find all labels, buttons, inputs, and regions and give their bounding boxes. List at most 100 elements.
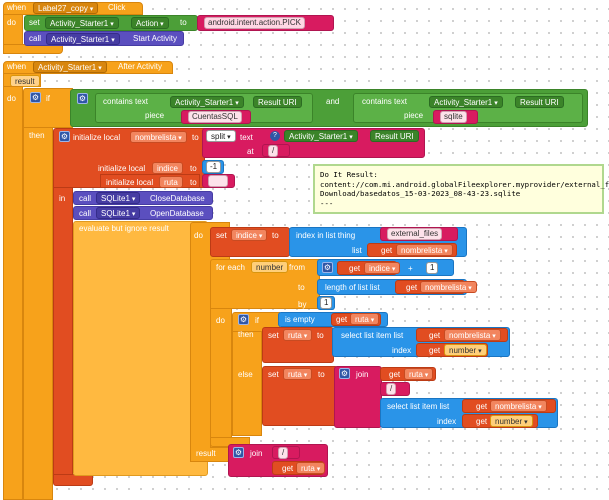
number-dropdown[interactable]: number (444, 344, 487, 356)
by-label: by (298, 300, 307, 309)
starter-component-dropdown[interactable]: Activity_Starter1 (170, 96, 244, 108)
nombrelista-dropdown-4[interactable]: nombrelista (490, 400, 547, 412)
nombrelista-dropdown-2[interactable]: nombrelista (420, 281, 477, 293)
result-param[interactable]: result (10, 75, 40, 87)
sqlite-dropdown-2[interactable]: SQLite1 (96, 207, 141, 219)
empty-string[interactable] (208, 175, 228, 187)
join-label-2: join (250, 449, 263, 458)
index-in-list-label: index in list thing (296, 231, 356, 240)
event-name: Click (108, 3, 126, 12)
init-local-label-2: initialize local (98, 164, 146, 173)
help-icon[interactable]: ? (270, 131, 280, 141)
comment-line: --- (320, 198, 334, 208)
get-keyword: get (381, 246, 393, 255)
call-keyword-3: call (79, 209, 92, 218)
call-keyword: call (29, 34, 42, 43)
action-string[interactable]: android.intent.action.PICK (204, 17, 305, 29)
external-files-string[interactable]: external_files (387, 228, 443, 240)
property-dropdown[interactable]: Action (131, 17, 169, 29)
list-label: list (352, 246, 362, 255)
to-keyword: to (180, 18, 187, 27)
if-keyword: if (46, 94, 50, 103)
ruta-dropdown[interactable]: ruta (350, 313, 380, 325)
get-keyword-9: get (476, 417, 488, 426)
for-each-label: for each (216, 263, 245, 272)
do-it-result-comment: Do It Result: content://com.mi.android.g… (313, 164, 609, 214)
method-name: Start Activity (133, 34, 178, 43)
result-uri-property-2[interactable]: Result URI (515, 96, 564, 108)
number-var[interactable]: number (251, 261, 289, 273)
when-keyword: when (7, 3, 27, 12)
slash-string[interactable]: / (268, 145, 279, 157)
target-component-dropdown[interactable]: Activity_Starter1 (45, 17, 119, 29)
sqlite-dropdown[interactable]: SQLite1 (96, 192, 141, 204)
indice-dropdown-2[interactable]: indice (364, 262, 401, 274)
index-label: index (392, 346, 412, 355)
init-local-label: initialize local (73, 133, 121, 142)
comment-line: content://com.mi.android.globalFileexplo… (320, 179, 609, 189)
var-ruta[interactable]: ruta (159, 176, 183, 188)
ruta-dropdown-4[interactable]: ruta (404, 368, 434, 380)
set-keyword-4: set (268, 370, 279, 379)
ruta-dropdown-2[interactable]: ruta (283, 329, 313, 341)
gear-icon[interactable]: ⚙ (77, 93, 88, 104)
length-of-list-label: length of list list (325, 283, 380, 292)
evaluate-block[interactable] (73, 221, 208, 476)
is-empty-label: is empty (285, 315, 315, 324)
component-dropdown[interactable]: Label27_copy (33, 2, 99, 14)
starter-component-dropdown-2[interactable]: Activity_Starter1 (429, 96, 503, 108)
open-db-method: OpenDatabase (150, 209, 204, 218)
gear-icon[interactable]: ⚙ (339, 368, 350, 379)
slash-string-3[interactable]: / (278, 447, 289, 459)
starter-component-dropdown-3[interactable]: Activity_Starter1 (284, 130, 358, 142)
else-keyword: else (238, 370, 253, 379)
nombrelista-dropdown-3[interactable]: nombrelista (444, 329, 501, 341)
at-label: at (247, 147, 254, 156)
for-each-body (210, 308, 232, 448)
to-keyword-3: to (192, 133, 199, 142)
piece-label: piece (145, 111, 165, 120)
split-dropdown[interactable]: split (206, 130, 236, 142)
when-keyword-2: when (7, 62, 27, 71)
piece-label-2: piece (404, 111, 424, 120)
and-label: and (326, 97, 340, 106)
event2-body-left (3, 86, 23, 500)
result-label: result (196, 449, 216, 458)
get-keyword-6: get (429, 346, 441, 355)
get-keyword-8: get (476, 402, 488, 411)
result-uri-property[interactable]: Result URI (253, 96, 302, 108)
init-local-label-3: initialize local (106, 178, 154, 187)
slash-string-2[interactable]: / (386, 383, 397, 395)
component-dropdown-2[interactable]: Activity_Starter1 (33, 61, 107, 73)
indice-dropdown[interactable]: indice (231, 229, 268, 241)
set-keyword: set (29, 18, 40, 27)
to-keyword-4: to (190, 164, 197, 173)
number-1[interactable]: 1 (426, 262, 439, 274)
ruta-dropdown-3[interactable]: ruta (283, 368, 313, 380)
number-neg1[interactable]: -1 (206, 161, 222, 173)
get-keyword-5: get (429, 331, 441, 340)
var-nombrelista[interactable]: nombrelista (130, 131, 187, 143)
gear-icon[interactable]: ⚙ (233, 447, 244, 458)
cuentas-string[interactable]: CuentasSQL (188, 111, 242, 123)
number-dropdown-2[interactable]: number (490, 415, 533, 427)
select-item-label: select list item list (341, 331, 404, 340)
event-name-2: After Activity (118, 62, 163, 71)
nombrelista-dropdown[interactable]: nombrelista (396, 244, 453, 256)
sqlite-string[interactable]: sqlite (440, 111, 467, 123)
set-keyword-2: set (216, 231, 227, 240)
gear-icon[interactable]: ⚙ (238, 314, 249, 325)
var-indice[interactable]: indice (152, 162, 183, 174)
call-component-dropdown[interactable]: Activity_Starter1 (46, 33, 120, 45)
ruta-dropdown-5[interactable]: ruta (296, 462, 326, 474)
get-keyword-4: get (336, 315, 348, 324)
gear-icon[interactable]: ⚙ (322, 262, 333, 273)
gear-icon[interactable]: ⚙ (30, 92, 41, 103)
text-label: text (240, 133, 253, 142)
gear-icon[interactable]: ⚙ (59, 131, 70, 142)
number-1-by[interactable]: 1 (320, 297, 333, 309)
from-label: from (289, 263, 305, 272)
do-keyword-3: do (194, 231, 203, 240)
result-uri-property-3[interactable]: Result URI (370, 130, 419, 142)
get-keyword-7: get (389, 370, 401, 379)
